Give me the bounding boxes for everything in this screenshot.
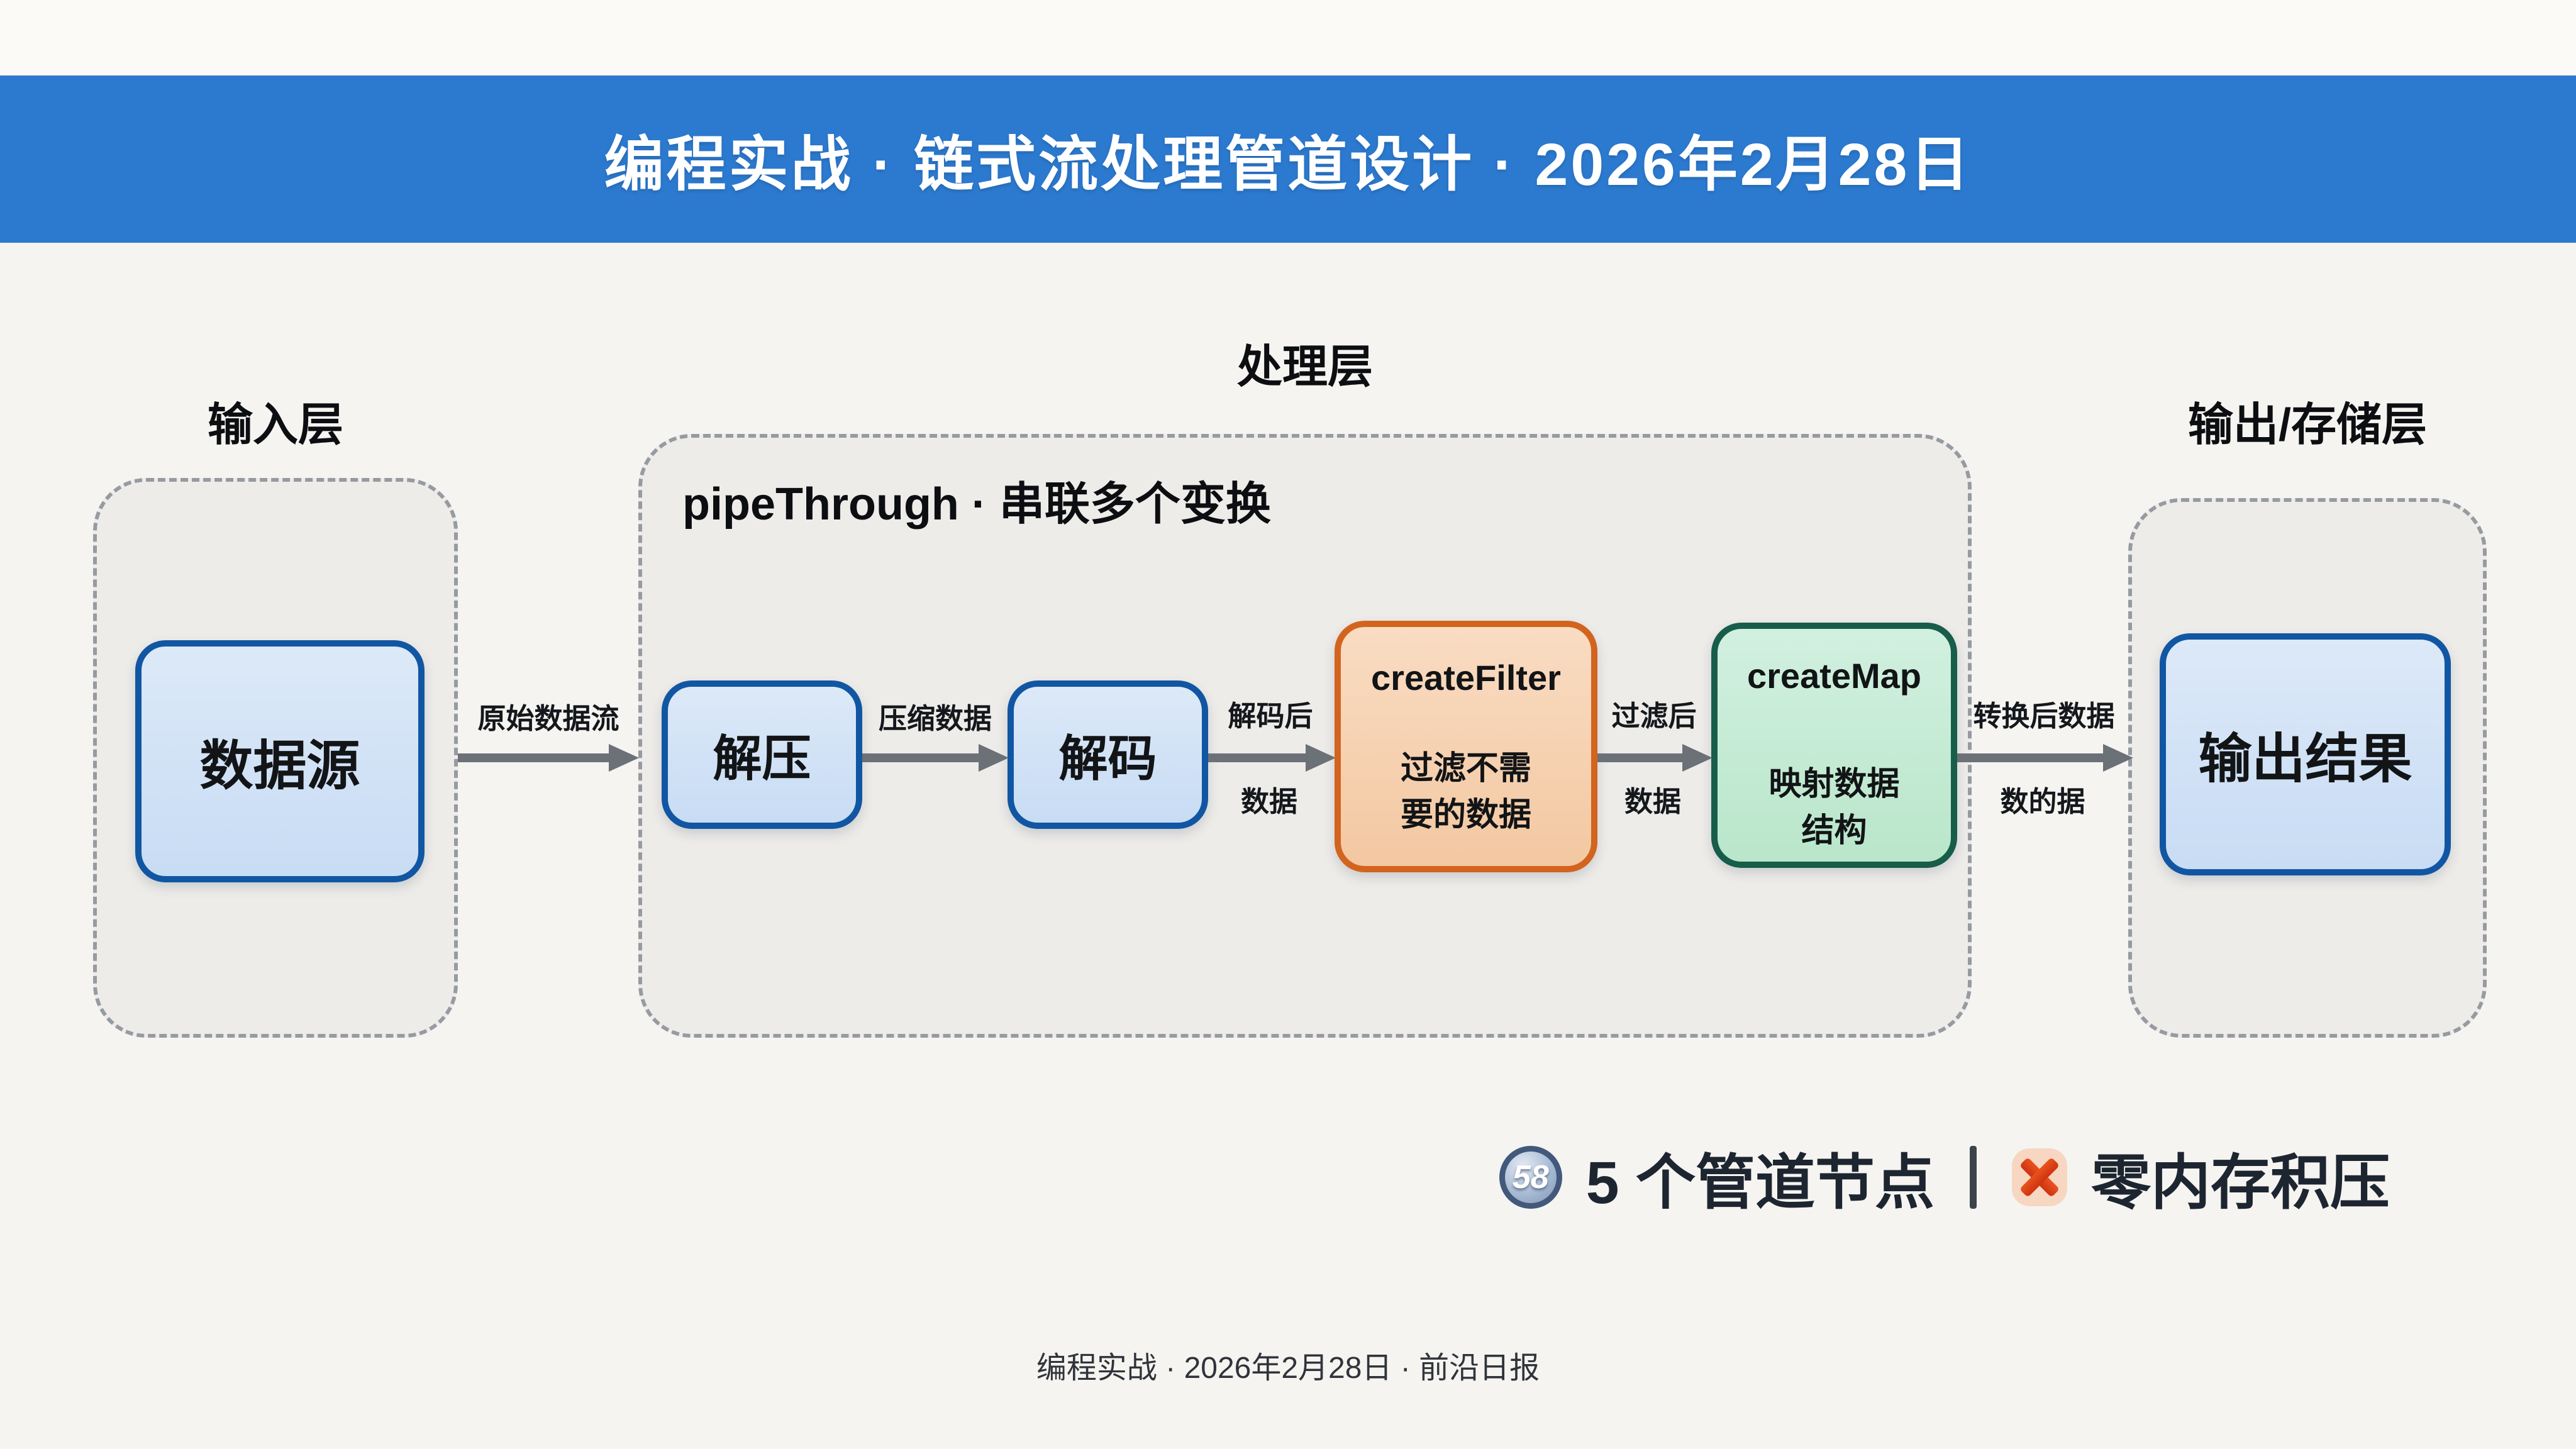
arrow-label-transformed-top: 转换后数据 [1973,700,2115,732]
arrow-raw-stream [458,744,639,772]
node-create-filter-title: createFilter [1371,658,1561,697]
node-datasource-label: 数据源 [199,736,360,796]
top-strip [0,0,2576,75]
pipethrough-title: pipeThrough · 串联多个变换 [682,479,1271,530]
arrow-filtered-data [1597,744,1713,772]
node-decode: 解码 [1008,680,1208,829]
node-create-map-desc: 映射数据结构 [1768,766,1900,849]
arrow-label-filtered-bottom: 数据 [1624,786,1682,818]
output-layer-label: 输出/存储层 [2187,400,2427,450]
arrow-label-raw-stream: 原始数据流 [477,702,619,735]
footer-caption: 编程实战 · 2026年2月28日 · 前沿日报 [1036,1352,1540,1385]
node-create-map-title: createMap [1746,656,1922,696]
process-layer-label: 处理层 [1236,342,1373,392]
arrow-label-transformed-bottom: 数的据 [2000,786,2085,818]
arrow-decoded-data [1208,744,1336,772]
memory-stat-text: 零内存积压 [2090,1149,2390,1216]
input-layer-label: 输入层 [207,400,343,450]
node-decode-label: 解码 [1058,731,1157,786]
arrow-label-decoded-top: 解码后 [1228,700,1313,732]
header-banner: 编程实战 · 链式流处理管道设计 · 2026年2月28日 [0,75,2576,243]
arrow-compressed-data [862,744,1009,772]
node-create-filter: createFilter 过滤不需要的数据 [1335,621,1597,872]
page-title: 编程实战 · 链式流处理管道设计 · 2026年2月28日 [604,131,1972,198]
node-datasource: 数据源 [135,640,425,882]
node-decompress: 解压 [662,680,862,829]
node-output-result: 输出结果 [2160,633,2451,875]
node-create-map: createMap 映射数据结构 [1711,623,1957,868]
arrow-transformed-data [1957,744,2133,772]
pipeline-count-icon: 58 [1499,1146,1562,1209]
arrow-label-decoded-bottom: 数据 [1240,786,1298,818]
node-create-filter-desc: 过滤不需要的数据 [1400,750,1531,833]
stats-row: 58 5 个管道节点 零内存积压 [1499,1140,2390,1216]
cross-mark-icon [2011,1148,2067,1206]
arrow-label-compressed: 压缩数据 [878,702,992,735]
arrow-label-filtered-top: 过滤后 [1611,700,1697,732]
pipeline-count-text: 5 个管道节点 [1585,1149,1935,1216]
stats-divider [1969,1146,1977,1209]
node-decompress-label: 解压 [713,731,811,786]
node-output-result-label: 输出结果 [2198,730,2412,789]
